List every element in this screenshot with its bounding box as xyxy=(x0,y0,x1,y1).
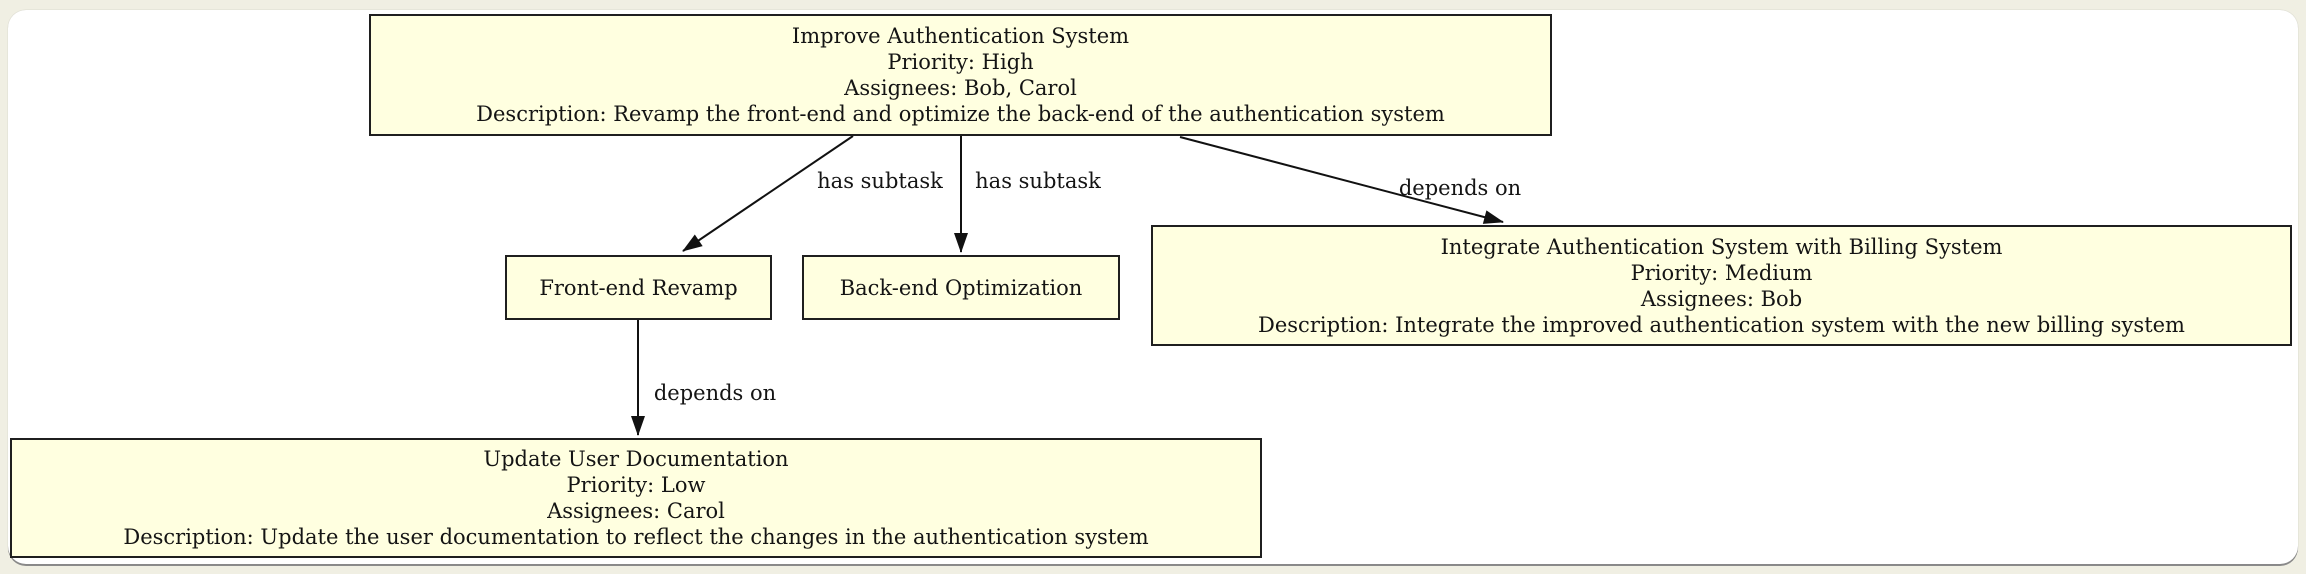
node-improve-authentication-system: Improve Authentication System Priority: … xyxy=(369,14,1552,136)
edge-label-depends-on-update: depends on xyxy=(653,381,777,405)
node-assignees: Assignees: Bob, Carol xyxy=(844,76,1077,100)
node-assignees: Assignees: Bob xyxy=(1640,286,1803,311)
node-description: Description: Revamp the front-end and op… xyxy=(476,102,1445,126)
node-front-end-revamp: Front-end Revamp xyxy=(505,255,772,320)
node-title: Update User Documentation xyxy=(483,447,789,471)
node-description: Description: Update the user documentati… xyxy=(123,525,1149,549)
node-title: Back-end Optimization xyxy=(839,275,1083,300)
node-assignees: Assignees: Carol xyxy=(547,499,725,523)
node-priority: Priority: High xyxy=(887,50,1034,74)
edge-label-has-subtask-backend: has subtask xyxy=(975,169,1101,193)
node-description: Description: Integrate the improved auth… xyxy=(1258,312,2185,337)
node-title: Improve Authentication System xyxy=(791,24,1130,48)
node-title: Integrate Authentication System with Bil… xyxy=(1440,234,2003,259)
node-title: Front-end Revamp xyxy=(539,275,738,300)
node-integrate-authentication-billing: Integrate Authentication System with Bil… xyxy=(1151,225,2292,346)
edge-label-depends-on-integrate: depends on xyxy=(1398,176,1522,200)
node-priority: Priority: Medium xyxy=(1630,260,1813,285)
node-priority: Priority: Low xyxy=(566,473,706,497)
edge-label-has-subtask-frontend: has subtask xyxy=(817,169,943,193)
node-back-end-optimization: Back-end Optimization xyxy=(802,255,1120,320)
node-update-user-documentation: Update User Documentation Priority: Low … xyxy=(10,438,1262,558)
